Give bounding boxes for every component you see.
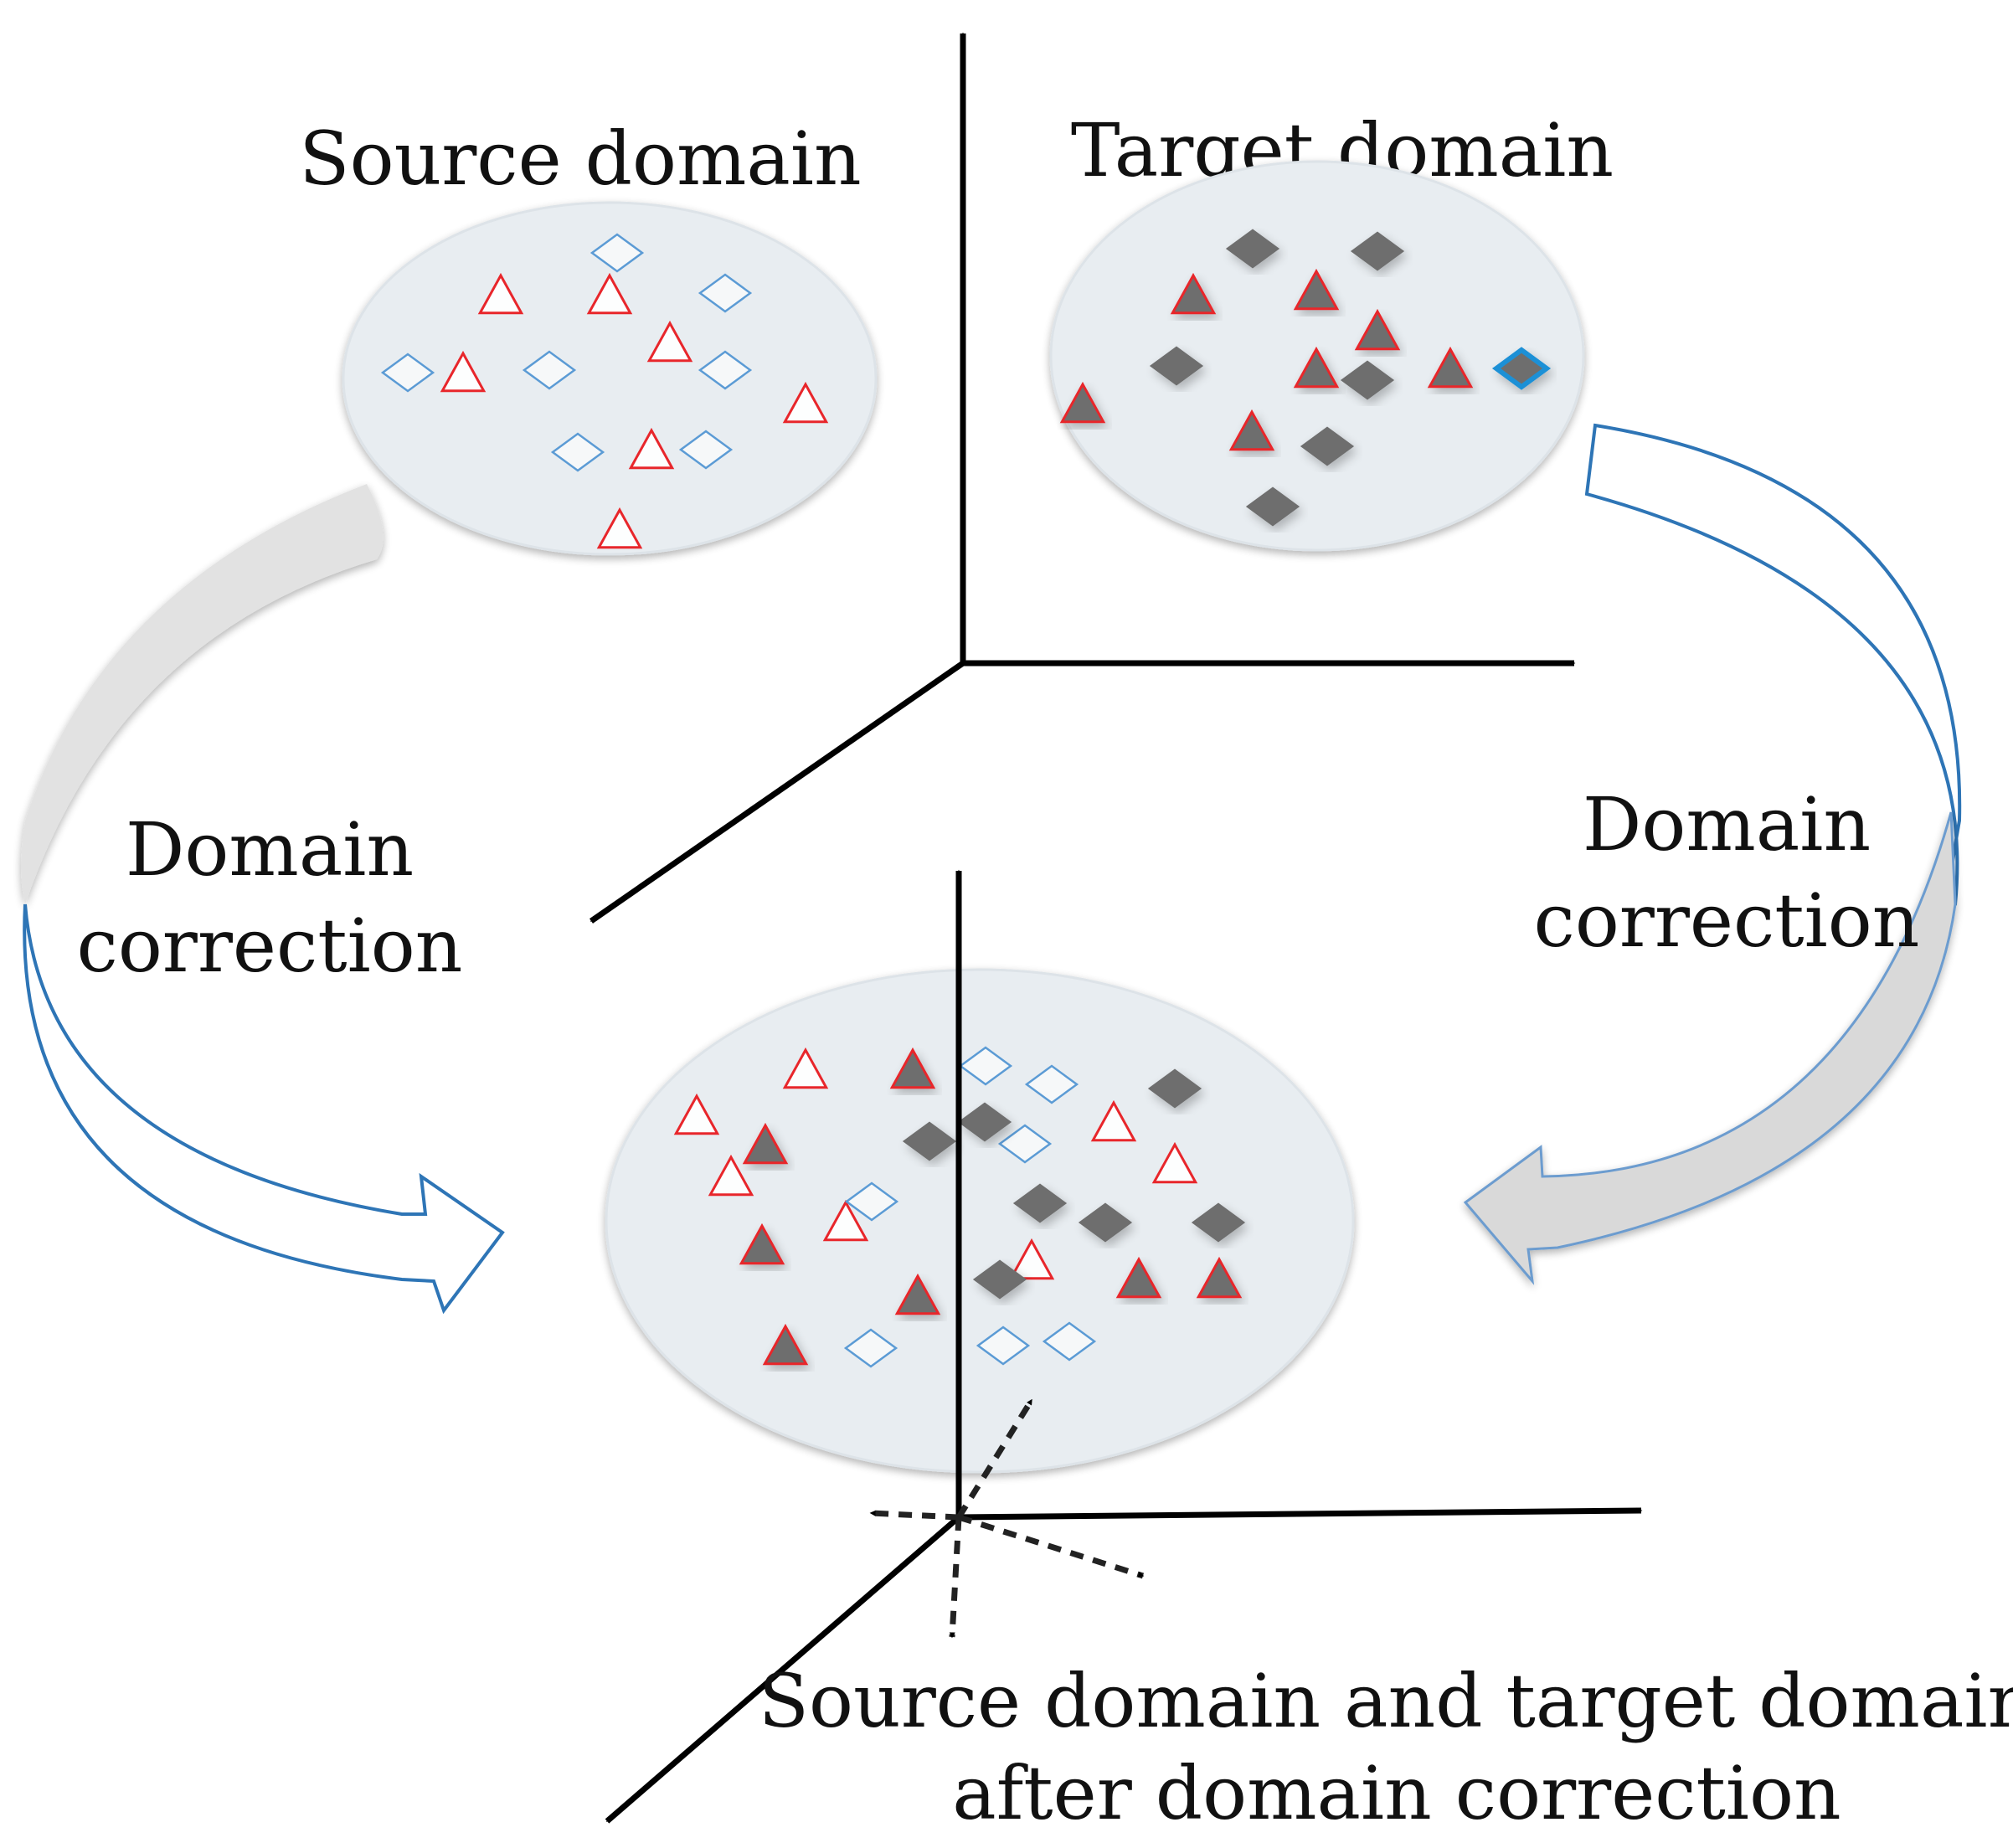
merged-source-diamond (976, 1326, 1031, 1366)
source-triangle (596, 507, 643, 549)
merged-caption-line1: Source domain and target domain (759, 1658, 2013, 1744)
merged-target-triangle (1115, 1256, 1162, 1299)
merged-target-diamond (957, 1102, 1012, 1142)
left-correction-arrow (21, 484, 505, 1315)
source-triangle (782, 381, 829, 424)
corrected-axis-right (957, 1514, 1145, 1579)
right-correction-arrow (1463, 423, 1962, 1285)
source-diamond (698, 273, 753, 313)
target-triangle (1354, 308, 1401, 351)
merged-source-triangle (1090, 1099, 1137, 1142)
bottom-axis-horizontal (958, 1507, 1643, 1521)
left-correction-label-line2: correction (77, 903, 463, 989)
source-triangle (586, 272, 633, 315)
bottom-axes (605, 869, 1643, 1824)
merged-target-diamond (902, 1121, 957, 1161)
merged-source-triangle (1008, 1238, 1055, 1280)
right-correction-label-line1: Domain (1583, 781, 1871, 867)
merged-source-diamond (958, 1046, 1013, 1086)
target-diamond-highlighted (1491, 347, 1552, 390)
source-triangle (646, 320, 693, 363)
target-triangle (1228, 409, 1275, 451)
merged-target-triangle (889, 1047, 936, 1089)
target-diamond (1340, 360, 1395, 400)
merged-source-triangle (673, 1093, 720, 1135)
target-triangle (1427, 346, 1474, 389)
merged-domain-samples (673, 1046, 1246, 1368)
merged-source-triangle (782, 1047, 829, 1089)
left-correction-label-line1: Domain (126, 806, 414, 893)
right-correction-label-line2: correction (1534, 878, 1920, 964)
merged-source-diamond (843, 1328, 898, 1368)
top-axes (589, 32, 1576, 924)
target-triangle (1293, 346, 1340, 389)
merged-target-diamond (1191, 1202, 1246, 1243)
merged-target-triangle (894, 1273, 941, 1315)
source-diamond (589, 233, 645, 273)
source-diamond (550, 432, 605, 472)
merged-target-triangle (1196, 1256, 1243, 1299)
source-diamond (678, 430, 734, 470)
merged-target-diamond (1147, 1068, 1202, 1109)
merged-source-triangle (1151, 1141, 1198, 1184)
merged-source-diamond (1024, 1064, 1079, 1104)
merged-source-diamond (1042, 1321, 1097, 1362)
merged-caption-line2: after domain correction (952, 1750, 1841, 1836)
merged-target-triangle (742, 1122, 789, 1165)
merged-source-triangle (708, 1154, 754, 1197)
target-triangle (1059, 381, 1106, 424)
source-domain-samples (380, 233, 829, 549)
source-triangle (628, 427, 675, 470)
merged-target-triangle (762, 1323, 809, 1366)
merged-source-diamond (844, 1181, 899, 1222)
target-diamond (1245, 486, 1300, 527)
source-diamond (698, 350, 753, 390)
target-diamond (1350, 231, 1405, 271)
merged-target-diamond (1012, 1183, 1068, 1223)
source-triangle (477, 272, 524, 315)
corrected-axis-down (949, 1516, 962, 1639)
merged-source-diamond (997, 1124, 1053, 1164)
source-diamond (522, 350, 577, 390)
target-triangle (1170, 272, 1217, 315)
target-domain-samples (1059, 229, 1552, 527)
top-axis-depth (589, 661, 965, 924)
corrected-axis-left (869, 1510, 960, 1521)
merged-target-diamond (972, 1259, 1027, 1300)
merged-target-triangle (739, 1223, 785, 1265)
target-diamond (1225, 229, 1280, 269)
merged-source-triangle (822, 1199, 869, 1242)
bottom-axis-depth (605, 1515, 961, 1824)
target-triangle (1293, 268, 1340, 311)
target-diamond (1149, 346, 1204, 386)
source-triangle (440, 350, 487, 393)
target-diamond (1300, 426, 1355, 466)
source-diamond (380, 353, 435, 393)
merged-target-diamond (1078, 1202, 1133, 1243)
source-domain-label: Source domain (299, 116, 861, 202)
